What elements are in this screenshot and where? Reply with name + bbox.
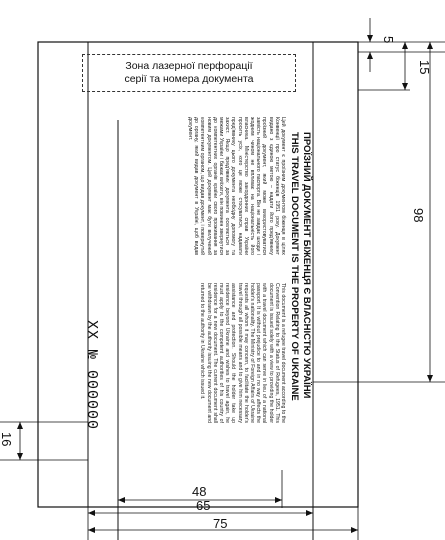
arrowhead — [367, 35, 373, 42]
dim-label-16: 16 — [0, 432, 14, 447]
arrowhead — [17, 453, 23, 460]
arrowhead — [402, 83, 408, 90]
arrowhead — [427, 42, 433, 49]
text-block-ua: Цей документ є проїзним документом біжен… — [186, 117, 286, 255]
arrowhead — [427, 375, 433, 382]
laser-perforation-zone: Зона лазерної перфорації серії та номера… — [82, 54, 296, 92]
arrowhead — [275, 497, 282, 503]
dim-label-98: 98 — [411, 208, 426, 223]
arrowhead — [118, 497, 125, 503]
perforation-zone-line1: Зона лазерної перфорації — [125, 60, 253, 72]
dim-label-75: 75 — [213, 516, 228, 531]
arrowhead — [367, 52, 373, 59]
dim-label-65: 65 — [196, 498, 211, 513]
dim-label-5: 5 — [381, 36, 396, 44]
dim-label-15: 15 — [417, 60, 432, 75]
text-block-en: This document is a refugee travel docume… — [199, 283, 286, 423]
arrowhead — [402, 42, 408, 49]
document-page-outline — [37, 41, 359, 508]
title-en: THIS TRAVEL DOCUMENT IS THE PROPERTY OF … — [289, 132, 300, 401]
arrowhead — [351, 527, 358, 533]
arrowhead — [88, 510, 95, 516]
dim-label-48: 48 — [192, 484, 207, 499]
serial-number: XX № 000000 — [83, 320, 100, 431]
arrowhead — [17, 422, 23, 429]
title-ua: ПРОЇЗНИЙ ДОКУМЕНТ БІЖЕНЦЯ Є ВЛАСНІСТЮ УК… — [301, 132, 312, 399]
arrowhead — [306, 510, 313, 516]
document-title: ПРОЇЗНИЙ ДОКУМЕНТ БІЖЕНЦЯ Є ВЛАСНІСТЮ УК… — [288, 132, 312, 401]
perforation-zone-line2: серії та номера документа — [124, 73, 254, 85]
arrowhead — [88, 527, 95, 533]
